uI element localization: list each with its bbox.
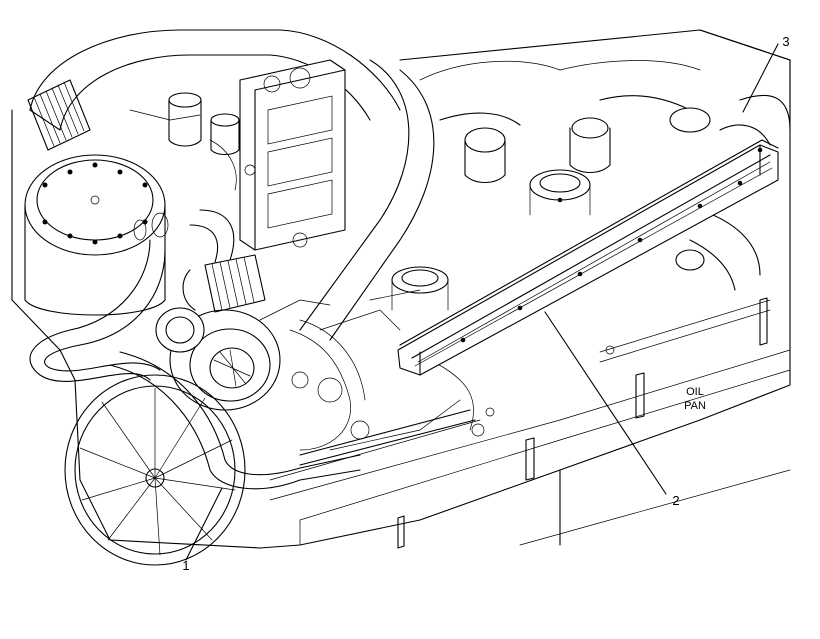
flywheel (64, 374, 246, 566)
oil-pan-label-line2: PAN (684, 400, 706, 412)
wiring-and-fittings (129, 109, 476, 466)
callout-3: 3 (782, 34, 789, 49)
leader-line-3 (742, 43, 779, 113)
aftercooler-core (239, 59, 346, 251)
leader-line-1 (185, 487, 223, 561)
callout-leaders (185, 43, 779, 561)
fuel-filters (168, 92, 240, 156)
oil-pan-label-line1: OIL (686, 386, 704, 398)
callout-1: 1 (182, 558, 189, 573)
air-cleaner-housing (24, 154, 166, 316)
air-inlet-assembly (27, 29, 435, 341)
manifold-guard (397, 139, 779, 376)
leader-line-2 (544, 311, 667, 495)
callout-2: 2 (672, 493, 679, 508)
cylinder-heads (391, 29, 791, 311)
engine-block (11, 29, 791, 549)
turbocharger (155, 254, 281, 411)
